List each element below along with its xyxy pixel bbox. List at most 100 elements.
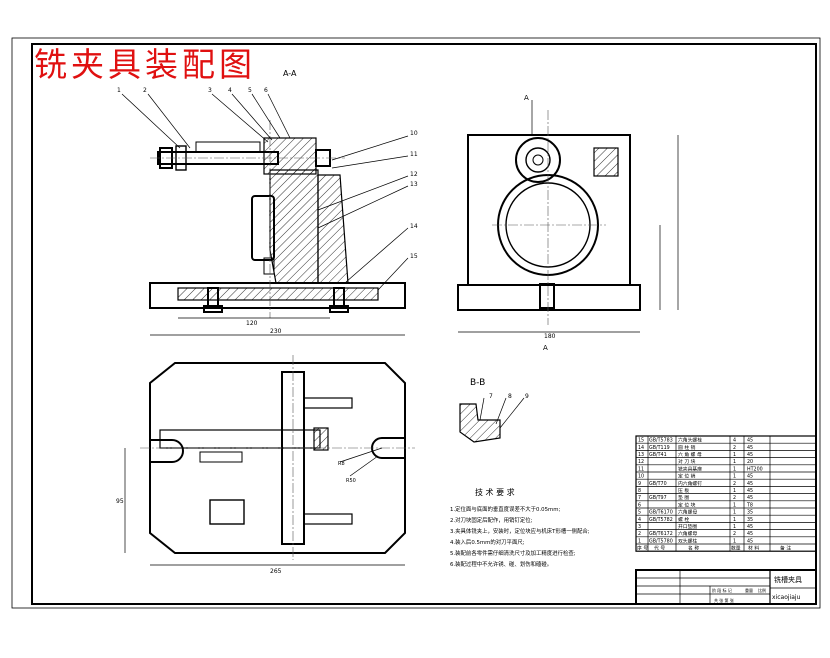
bom-cell: GB/T5780 [649,538,673,544]
balloon-9: 9 [525,393,529,400]
balloon-3: 3 [208,87,212,94]
bom-cell: 2 [733,531,736,537]
bom-cell: 1 [733,517,736,523]
bom-cell: 对 刀 块 [678,458,696,465]
balloon-7: 7 [489,393,493,400]
bom-header-cell: 名 称 [688,545,699,552]
balloon-12: 12 [410,171,418,178]
bom-cell: 45 [747,481,753,487]
bom-cell: GB/T5783 [649,438,673,444]
bom-cell: 14 [638,445,644,451]
inner-border [31,43,817,605]
dim-plan-radius: R50 [346,478,356,484]
bom-cell: GB/T97 [649,495,667,501]
tech-req-item: 4.装入后0.5mm的对刀平面尺; [450,538,525,546]
bom-cell: 13 [638,452,644,458]
weight-label: 重量 [745,587,753,593]
drawing-name: 铣槽夹具 [774,575,802,584]
tech-req-item: 1.定位面与底面的垂直度误差不大于0.05mm; [450,505,561,513]
bom-cell: 15 [638,438,644,444]
front-section-view: A-A 120 230 [117,69,418,336]
bom-cell: 1 [733,538,736,544]
dim-front-width: 230 [270,328,282,335]
bom-cell: 20 [747,459,753,465]
bom-cell: 11 [638,466,644,472]
bom-cell: 35 [747,517,753,523]
bom-cell: 45 [747,474,753,480]
balloon-2: 2 [143,87,147,94]
bom-cell: 2 [733,495,736,501]
bom-header-cell: 数量 [731,545,741,552]
tech-req-item: 3.夹具体铣夹上，安装时，定位块应与机床T形槽一侧配合; [450,527,590,535]
bom-cell: 螺 栓 [678,516,689,523]
section-bb-label: B-B [470,378,485,388]
bom-cell: 1 [638,538,641,544]
tech-req-item: 5.装配前各零件需仔细清洗尺寸及加工精度进行检查; [450,549,576,557]
bom-header-cell: 代 号 [654,545,665,552]
bom-cell: 1 [733,524,736,530]
drawing-code: xicaojiaju [772,594,801,601]
balloon-5: 5 [248,87,252,94]
section-bb-view: B-B 7 8 9 [459,378,529,443]
bom-cell: 1 [733,488,736,494]
bom-cell: 1 [733,502,736,508]
bom-cell: 5 [638,510,641,516]
tech-req-item: 6.装配过程中不允许锈、碰、划伤和磕碰。 [450,560,552,568]
bom-header-cell: 序 号 [637,545,648,552]
bom-cell: 6 [638,502,641,508]
balloon-14: 14 [410,223,418,230]
bom-cell: 定 位 块 [678,501,696,508]
bom-cell: 45 [747,531,753,537]
bom-cell: 六角螺母 [678,509,697,516]
bom-cell: 12 [638,459,644,465]
tech-requirements: 技 术 要 求 1.定位面与底面的垂直度误差不大于0.05mm; 2.对刀块固定… [450,487,590,568]
balloon-8: 8 [508,393,512,400]
section-mark-a-top: A [524,94,529,102]
balloon-4: 4 [228,87,232,94]
bom-cell: 六角头螺栓 [678,437,702,444]
bom-cell: 45 [747,538,753,544]
bom-cell: 4 [733,438,736,444]
bom-cell: 45 [747,445,753,451]
bom-cell: 45 [747,488,753,494]
bom-cell: 2 [733,481,736,487]
bom-header-cell: 备 注 [780,545,791,552]
bom-cell: 圆 柱 销 [678,444,696,451]
sheet-label: 共 张 第 张 [714,597,734,603]
bom-cell: 8 [638,488,641,494]
bom-cell: 1 [733,459,736,465]
bom-cell: 1 [733,466,736,472]
bom-cell: 1 [733,510,736,516]
bom-cell: GB/T41 [649,452,667,458]
bom-cell: 10 [638,474,644,480]
bom-cell: 内六角螺钉 [678,480,702,487]
bom-cell: 开口垫圈 [678,523,697,530]
bom-cell: GB/T70 [649,481,667,487]
bom-cell: GB/T6170 [649,510,673,516]
bom-cell: GB/T5782 [649,517,673,523]
bom-cell: 3 [638,524,641,530]
section-mark-a-bottom: A [543,344,548,352]
balloon-11: 11 [410,151,418,158]
side-view: A A 180 [457,94,679,352]
dim-side-width: 180 [544,333,556,340]
bom-cell: 六 角 螺 母 [678,451,702,458]
balloon-10: 10 [410,130,418,137]
balloon-15: 15 [410,253,418,260]
bom-cell: 六角螺母 [678,530,697,537]
bom-cell: GB/T119 [649,445,670,451]
plan-view: 265 95 R8 R50 [116,355,415,575]
section-aa-label: A-A [283,69,297,78]
tech-req-heading: 技 术 要 求 [475,487,515,497]
bom-cell: GB/T6172 [649,531,673,537]
bom-cell: 2 [733,445,736,451]
bom-cell: HT200 [747,466,763,472]
balloon-6: 6 [264,87,268,94]
scale-label: 比例 [758,587,766,593]
bom-cell: T8 [746,502,753,508]
bom-cell: 2 [638,531,641,537]
bom-cell: 1 [733,474,736,480]
